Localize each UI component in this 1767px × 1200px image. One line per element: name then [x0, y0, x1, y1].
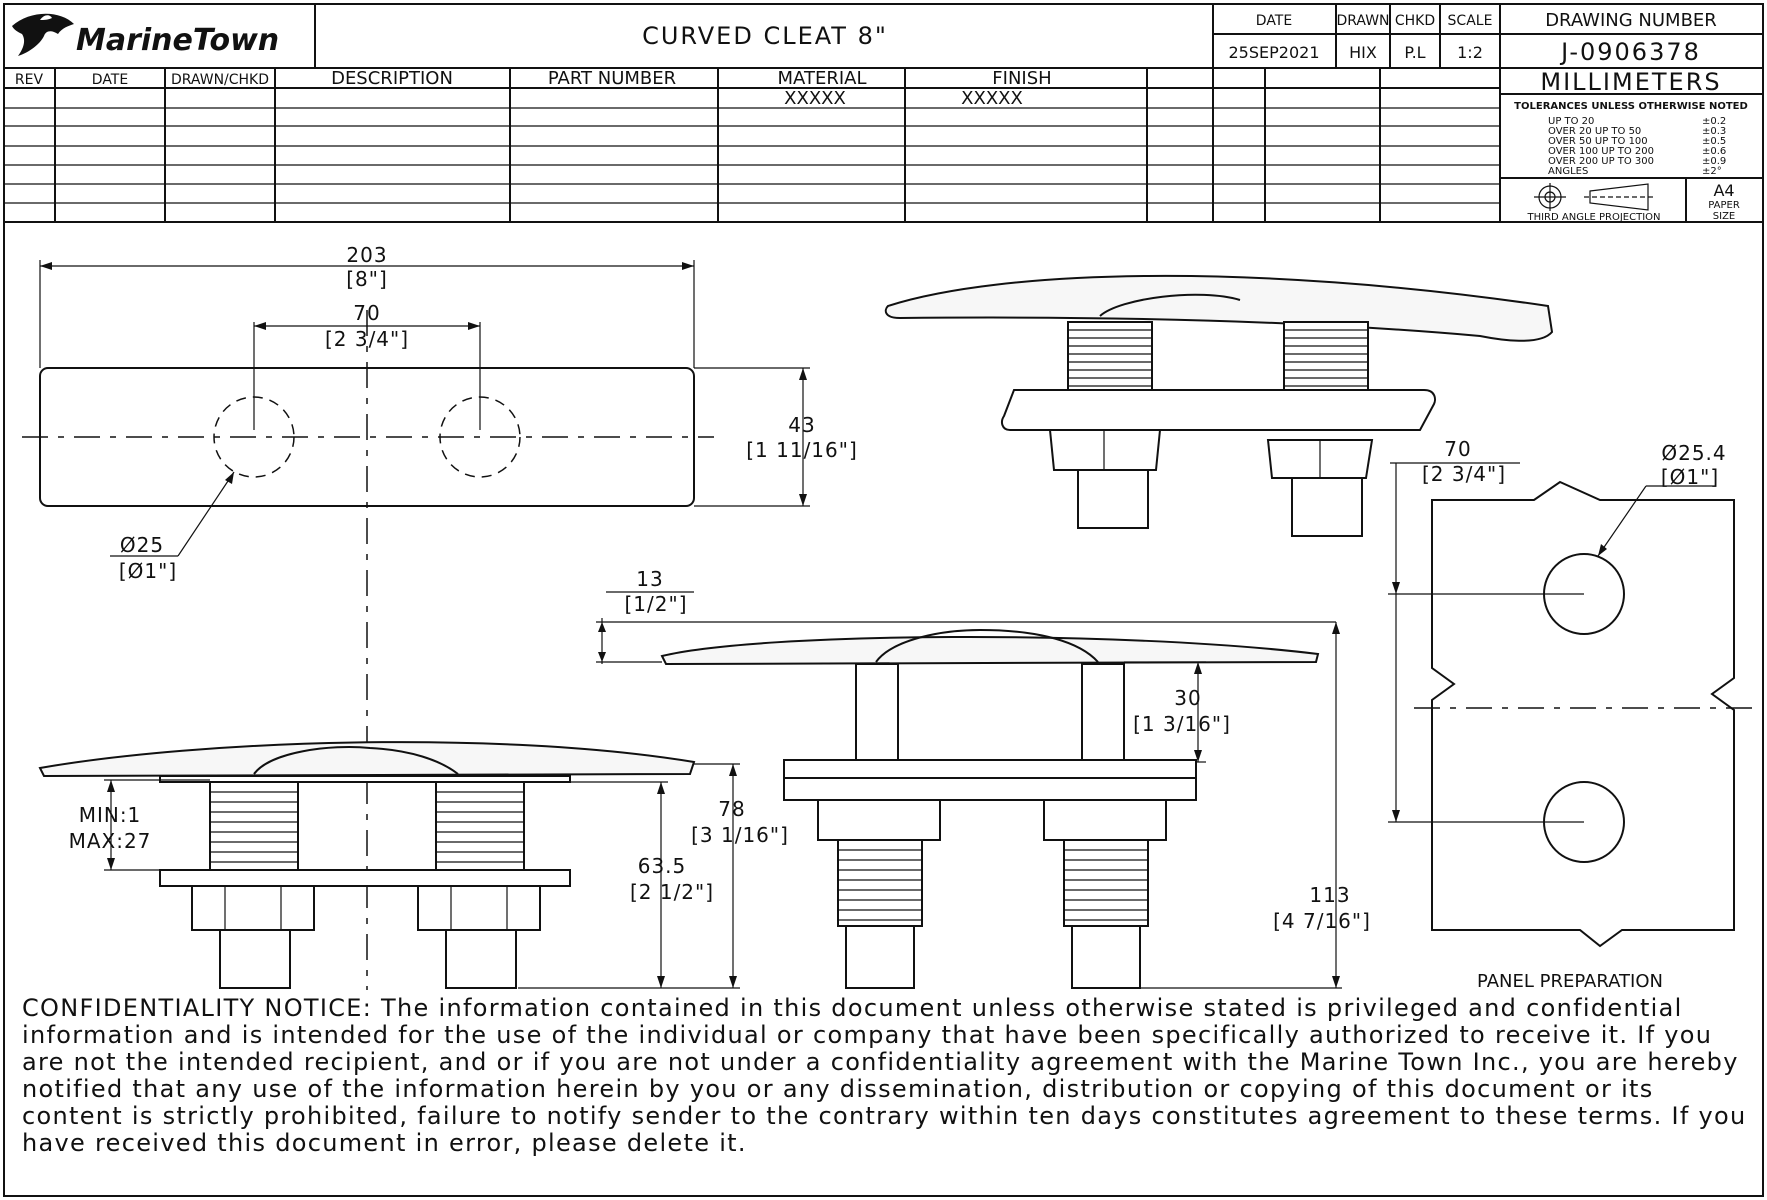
dim-panel-spacing-in: [2 3/4"]: [1422, 462, 1506, 486]
tolerance-range: OVER 100 UP TO 200: [1548, 146, 1654, 157]
value-scale: 1:2: [1457, 43, 1483, 62]
value-drawn: HIX: [1349, 43, 1377, 62]
isometric-view: [884, 274, 1554, 537]
dim-hole-spacing-in: [2 3/4"]: [325, 327, 409, 351]
stud-left: [1077, 469, 1149, 529]
units-label: MILLIMETERS: [1540, 68, 1721, 96]
front-thread-left: [209, 781, 299, 871]
rev-header-description: DESCRIPTION: [331, 68, 453, 89]
dim-stud-height-in: [2 1/2"]: [630, 880, 714, 904]
front-stud-right: [445, 929, 517, 989]
header-drawing-number: DRAWING NUMBER: [1545, 10, 1717, 31]
cleat-horn: [884, 274, 1554, 342]
stud-right: [1291, 477, 1363, 537]
rev-header-date: DATE: [92, 72, 128, 88]
base-plate: [1001, 389, 1436, 431]
front-nut-right: [417, 885, 541, 931]
orca-logo-icon: [12, 13, 74, 56]
dim-horn-thickness: 13: [636, 567, 663, 591]
panel-preparation: 70 [2 3/4"] Ø25.4 [Ø1"] PANEL PREPARATIO…: [1388, 437, 1754, 992]
dim-panel-spacing: 70: [1444, 437, 1471, 461]
dim-deck-max: MAX:27: [69, 829, 152, 853]
front-view: MIN:1 MAX:27 63.5 [2 1/2"] 78 [3 1/16"]: [38, 741, 789, 989]
dim-horn-thickness-in: [1/2"]: [625, 592, 688, 616]
header-drawn: DRAWN: [1336, 13, 1389, 29]
tolerance-value: ±0.2: [1702, 116, 1726, 127]
dim-base-width: 43: [788, 413, 815, 437]
rev-header-finish: FINISH: [992, 68, 1051, 89]
front-thread-right: [435, 781, 525, 871]
dim-hole-diameter: Ø25: [120, 533, 164, 557]
material-value: XXXXX: [784, 88, 846, 109]
dim-deck-min: MIN:1: [79, 803, 142, 827]
tolerance-value: ±0.3: [1702, 126, 1726, 137]
header-date: DATE: [1256, 13, 1292, 29]
sheet-border: [3, 3, 1764, 1197]
tolerance-range: OVER 50 UP TO 100: [1548, 136, 1648, 147]
side-thread-left: [837, 839, 923, 927]
value-chkd: P.L: [1404, 43, 1425, 62]
side-base-plate: [783, 759, 1197, 779]
value-date: 25SEP2021: [1229, 43, 1320, 62]
side-nut-right: [1043, 799, 1167, 841]
title-block: MarineTown CURVED CLEAT 8" DATE DRAWN CH…: [4, 4, 1763, 223]
panel-preparation-label: PANEL PREPARATION: [1477, 971, 1663, 992]
projection-label: THIRD ANGLE PROJECTION: [1526, 212, 1660, 223]
side-stud-right: [1071, 925, 1141, 989]
paper-size-label: SIZE: [1713, 211, 1735, 222]
dim-hole-spacing: 70: [353, 301, 380, 325]
dim-overall-height-in: [4 7/16"]: [1273, 909, 1371, 933]
paper-size-value: A4: [1713, 181, 1734, 200]
dim-overall-length: 203: [346, 243, 387, 267]
third-angle-projection-icon: [1534, 183, 1656, 211]
confidentiality-notice: CONFIDENTIALITY NOTICE: The information …: [22, 994, 1747, 1157]
dim-total-height-in: [3 1/16"]: [691, 823, 789, 847]
nut-left: [1048, 429, 1162, 471]
dim-base-width-in: [1 11/16"]: [746, 438, 858, 462]
dim-total-height: 78: [718, 797, 745, 821]
dim-overall-length-in: [8"]: [346, 267, 388, 291]
dim-panel-hole-diameter: Ø25.4: [1661, 441, 1726, 465]
tolerance-value: ±0.5: [1702, 136, 1726, 147]
tolerance-value: ±0.9: [1702, 156, 1726, 167]
front-horn: [38, 741, 696, 778]
rev-header-part-number: PART NUMBER: [548, 68, 676, 89]
dim-clearance-in: [1 3/16"]: [1133, 712, 1231, 736]
side-stud-left: [845, 925, 915, 989]
tolerance-value: ±2°: [1702, 166, 1722, 177]
dim-stud-height: 63.5: [638, 854, 687, 878]
tolerance-range: OVER 200 UP TO 300: [1548, 156, 1654, 167]
rev-header-rev: REV: [15, 72, 44, 88]
side-view: 13 [1/2"] 30 [1 3/16"] 113 [4 7/16"]: [596, 567, 1371, 989]
top-view: 203 [8"] 70 [2 3/4"] 43 [1 11/16"] Ø25 […: [22, 243, 858, 990]
drawing-title: CURVED CLEAT 8": [642, 22, 888, 50]
tolerance-range: ANGLES: [1548, 166, 1588, 177]
rev-header-drawn-chkd: DRAWN/CHKD: [171, 72, 269, 88]
front-stud-left: [219, 929, 291, 989]
side-horn: [660, 635, 1320, 666]
panel-outline: [1431, 480, 1735, 948]
rev-header-material: MATERIAL: [778, 68, 867, 89]
header-chkd: CHKD: [1395, 13, 1435, 29]
tolerances-title: TOLERANCES UNLESS OTHERWISE NOTED: [1514, 101, 1748, 112]
paper-size-label: PAPER: [1708, 200, 1740, 211]
header-scale: SCALE: [1448, 13, 1493, 29]
tolerance-value: ±0.6: [1702, 146, 1726, 157]
value-drawing-number: J-0906378: [1559, 38, 1701, 66]
finish-value: XXXXX: [961, 88, 1023, 109]
front-base-plate: [159, 869, 571, 887]
dim-clearance: 30: [1174, 686, 1201, 710]
tolerance-table: UP TO 20 ±0.2 OVER 20 UP TO 50 ±0.3 OVER…: [1548, 116, 1726, 177]
tolerance-range: UP TO 20: [1548, 116, 1594, 127]
dim-hole-diameter-in: [Ø1"]: [119, 559, 177, 583]
side-nut-left: [817, 799, 941, 841]
dim-overall-height: 113: [1309, 883, 1350, 907]
dim-panel-hole-diameter-in: [Ø1"]: [1661, 465, 1719, 489]
company-logo: MarineTown: [76, 23, 279, 58]
tolerance-range: OVER 20 UP TO 50: [1548, 126, 1641, 137]
side-thread-right: [1063, 839, 1149, 927]
front-nut-left: [191, 885, 315, 931]
